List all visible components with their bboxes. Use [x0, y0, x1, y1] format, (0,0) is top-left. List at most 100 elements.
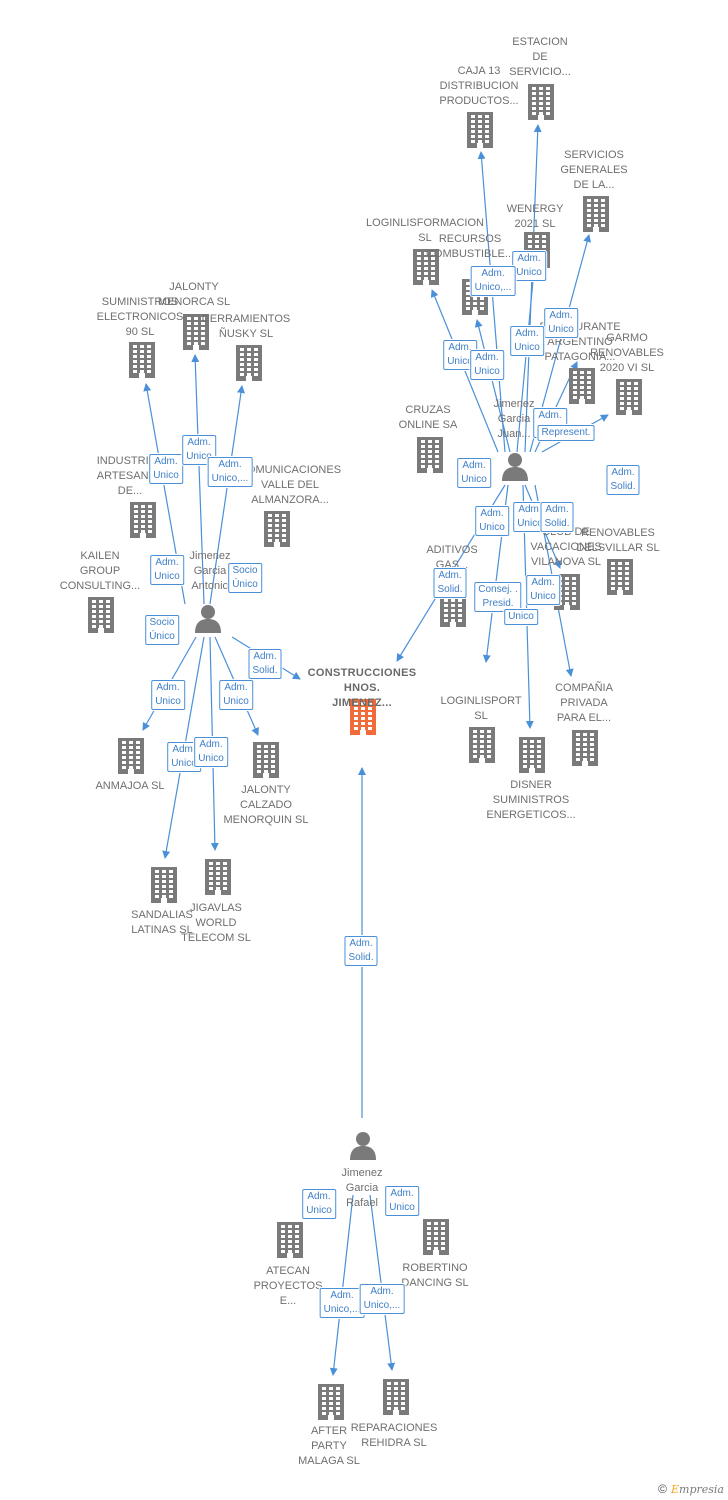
- footer-brand: © Empresia: [658, 1482, 724, 1496]
- edge-p_antonio-c_jalonty_m: [191, 354, 205, 605]
- building-icon[interactable]: [251, 742, 281, 783]
- company-label-c_garmo[interactable]: GARMO RENOVABLES 2020 VI SL: [590, 332, 664, 374]
- building-icon[interactable]: [526, 84, 556, 125]
- role-badge-r21: Adm. Solid.: [606, 465, 640, 495]
- building-icon[interactable]: [128, 502, 158, 543]
- company-label-c_recursos[interactable]: RECURSOS COMBUSTIBLE...: [425, 233, 515, 260]
- company-label-c_jigavlas[interactable]: JIGAVLAS WORLD TELECOM SL: [181, 902, 251, 944]
- company-label-c_wenergy[interactable]: WENERGY 2021 SL: [506, 203, 564, 230]
- building-icon[interactable]: [262, 511, 292, 552]
- edge-p_juan-c_caja13: [477, 151, 506, 453]
- role-badge-r7: Adm. Solid.: [248, 649, 282, 679]
- role-badge-r6: Socio Único: [145, 615, 179, 645]
- copyright-symbol: ©: [658, 1482, 667, 1496]
- building-icon[interactable]: [605, 559, 635, 600]
- role-badge-r30: Adm. Unico: [302, 1189, 336, 1219]
- company-label-c_estacion[interactable]: ESTACION DE SERVICIO...: [509, 36, 571, 78]
- company-label-c_atecan[interactable]: ATECAN PROYECTOS E...: [253, 1265, 323, 1307]
- role-badge-r12: Adm. Unico: [512, 251, 546, 281]
- role-badge-r15: Adm. Unico: [510, 326, 544, 356]
- role-badge-r5: Socio Único: [228, 563, 262, 593]
- role-badge-r19: Represent.: [537, 425, 595, 441]
- building-icon[interactable]: [275, 1222, 305, 1263]
- company-label-c_cruzas[interactable]: CRUZAS ONLINE SA: [398, 404, 458, 431]
- company-label-c_sandalias[interactable]: SANDALIAS LATINAS SL: [131, 909, 193, 936]
- building-icon[interactable]: [467, 727, 497, 768]
- role-badge-r26: Consej. . Presid.: [474, 582, 522, 612]
- company-label-c_robertino[interactable]: ROBERTINO DANCING SL: [401, 1262, 469, 1289]
- brand-initial: E: [671, 1483, 680, 1496]
- role-badge-r11: Adm. Unico: [194, 737, 228, 767]
- company-label-c_comunicaciones[interactable]: COMUNICACIONES VALLE DEL ALMANZORA...: [238, 464, 342, 506]
- role-badge-r32: Adm. Unico,...: [319, 1288, 365, 1318]
- company-label-c_reparaciones[interactable]: REPARACIONES REHIDRA SL: [350, 1422, 438, 1449]
- company-label-c_renovables[interactable]: RENOVABLES DELSVILLAR SL: [576, 527, 660, 554]
- company-label-c_after[interactable]: AFTER PARTY MALAGA SL: [298, 1425, 360, 1467]
- role-badge-r13: Adm. Unico,...: [470, 266, 516, 296]
- role-badge-r20: Adm. Unico: [457, 458, 491, 488]
- edge-p_juan-c_loginlinf: [430, 289, 499, 453]
- building-icon[interactable]: [316, 1384, 346, 1425]
- building-icon[interactable]: [116, 738, 146, 779]
- company-label-c_loginlisport[interactable]: LOGINLISPORT SL: [440, 695, 522, 722]
- building-icon[interactable]: [86, 597, 116, 638]
- role-badge-r1: Adm. Unico: [149, 454, 183, 484]
- company-label-c_suministros[interactable]: SUMINISTROS ELECTRONICOS 90 SL: [96, 296, 184, 338]
- company-label-c_servicios[interactable]: SERVICIOS GENERALES DE LA...: [560, 149, 628, 191]
- brand-rest: mpresia: [679, 1483, 724, 1496]
- role-badge-r9: Adm. Unico: [219, 680, 253, 710]
- company-label-c_caja13[interactable]: CAJA 13 DISTRIBUCION PRODUCTOS...: [439, 65, 519, 107]
- edge-p_juan-c_wenergy: [516, 269, 538, 453]
- building-icon[interactable]: [234, 345, 264, 386]
- role-badge-r2: Adm. Unico: [182, 435, 216, 465]
- company-label-c_jalonty_m[interactable]: JALONTY MENORCA SL: [157, 281, 231, 308]
- company-label-c_kailen[interactable]: KAILEN GROUP CONSULTING...: [59, 550, 141, 592]
- role-badge-r17: Adm. Unico: [470, 350, 504, 380]
- person-icon[interactable]: [348, 1130, 378, 1165]
- building-icon[interactable]: [149, 867, 179, 908]
- role-badge-r25: Adm. Solid.: [433, 568, 467, 598]
- role-badge-r28: Unico: [504, 609, 538, 625]
- focus-building-icon[interactable]: [348, 699, 378, 740]
- building-icon[interactable]: [517, 737, 547, 778]
- building-icon[interactable]: [127, 342, 157, 383]
- edge-p_juan-c_recursos: [474, 319, 511, 453]
- building-icon[interactable]: [421, 1219, 451, 1260]
- building-icon[interactable]: [181, 314, 211, 355]
- company-label-focus[interactable]: CONSTRUCCIONES HNOS. JIMENEZ...: [307, 667, 417, 709]
- building-icon[interactable]: [415, 437, 445, 478]
- building-icon[interactable]: [581, 196, 611, 237]
- building-icon[interactable]: [203, 859, 233, 900]
- edge-p_juan-c_estacion: [524, 124, 542, 453]
- role-badge-r3: Adm. Unico,...: [207, 457, 253, 487]
- edge-p_rafael-c_reparaciones: [369, 1194, 396, 1371]
- company-label-c_jalonty_c[interactable]: JALONTY CALZADO MENORQUIN SL: [223, 784, 309, 826]
- edge-p_antonio-c_cerramientos: [209, 385, 245, 605]
- building-icon[interactable]: [570, 730, 600, 771]
- company-label-c_compania[interactable]: COMPAÑIA PRIVADA PARA EL...: [555, 682, 613, 724]
- company-label-c_cerramientos[interactable]: CERRAMIENTOS ÑUSKY SL: [201, 313, 291, 340]
- role-badge-r14: Adm. Unico: [544, 308, 578, 338]
- company-label-c_industrias[interactable]: INDUSTRIAS ARTESANAS DE...: [96, 455, 164, 497]
- role-badge-r27: Adm. Unico: [526, 575, 560, 605]
- person-label-p_juan[interactable]: Jimenez Garcia Juan...: [493, 398, 535, 440]
- role-badge-r29: Adm. Solid.: [344, 936, 378, 966]
- building-icon[interactable]: [465, 112, 495, 153]
- role-badge-r22: Adm. Unico: [475, 506, 509, 536]
- role-badge-r31: Adm. Unico: [385, 1186, 419, 1216]
- role-badge-r4: Adm. Unico: [150, 555, 184, 585]
- role-badge-r24: Adm. Solid.: [540, 502, 574, 532]
- building-icon[interactable]: [381, 1379, 411, 1420]
- person-icon[interactable]: [193, 603, 223, 638]
- person-icon[interactable]: [500, 451, 530, 486]
- building-icon[interactable]: [567, 368, 597, 409]
- company-label-c_loginlinf[interactable]: LOGINLISFORMACION SL: [366, 217, 484, 244]
- company-label-c_disner[interactable]: DISNER SUMINISTROS ENERGETICOS...: [486, 779, 576, 821]
- edge-p_rafael-c_after: [329, 1194, 354, 1376]
- building-icon[interactable]: [411, 249, 441, 290]
- building-icon[interactable]: [614, 379, 644, 420]
- person-label-p_antonio[interactable]: Jimenez Garcia Antonio: [189, 550, 231, 592]
- company-label-c_anmajoa[interactable]: ANMAJOA SL: [95, 780, 165, 792]
- person-label-p_rafael[interactable]: Jimenez Garcia Rafael: [341, 1167, 383, 1209]
